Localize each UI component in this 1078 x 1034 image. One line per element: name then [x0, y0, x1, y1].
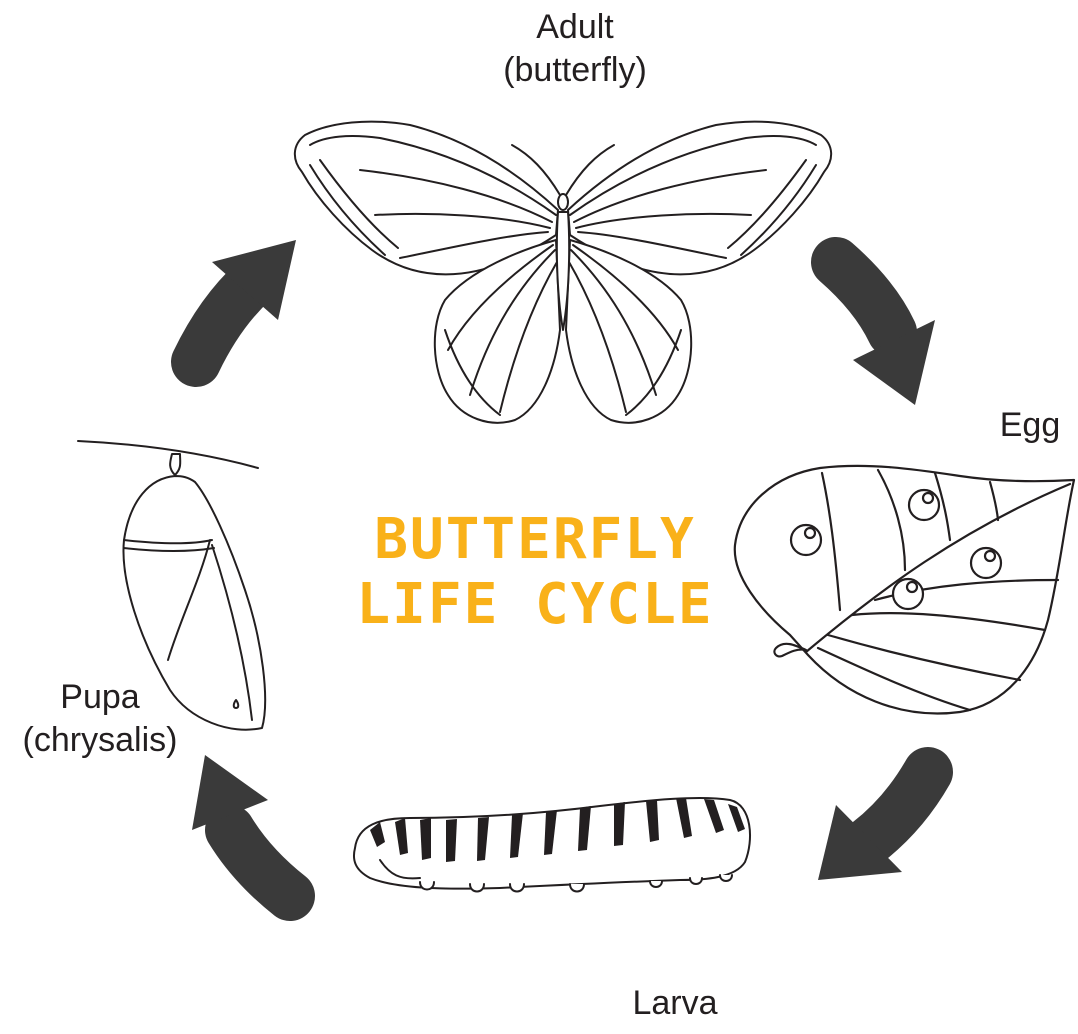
cycle-arrow-icon [192, 755, 290, 896]
leaf-with-eggs-illustration [735, 466, 1074, 714]
stage-label-larva: Larva [600, 982, 750, 1025]
cycle-arrow-icon [196, 240, 296, 362]
cycle-arrow-icon [836, 262, 935, 405]
diagram-title: BUTTERFLY LIFE CYCLE [340, 508, 730, 638]
title-line-1: BUTTERFLY [340, 508, 730, 573]
stage-name-adult: Adult [470, 6, 680, 49]
caterpillar-illustration [354, 798, 750, 892]
cycle-arrow-icon [818, 772, 928, 880]
stage-label-adult: Adult (butterfly) [470, 6, 680, 91]
stage-label-pupa: Pupa (chrysalis) [0, 676, 200, 761]
stage-label-egg: Egg [985, 404, 1075, 447]
stage-detail-adult: (butterfly) [470, 49, 680, 92]
stage-name-pupa: Pupa [0, 676, 200, 719]
title-line-2: LIFE CYCLE [340, 573, 730, 638]
stage-name-egg: Egg [985, 404, 1075, 447]
stage-detail-pupa: (chrysalis) [0, 719, 200, 762]
butterfly-illustration [295, 122, 831, 423]
stage-name-larva: Larva [600, 982, 750, 1025]
